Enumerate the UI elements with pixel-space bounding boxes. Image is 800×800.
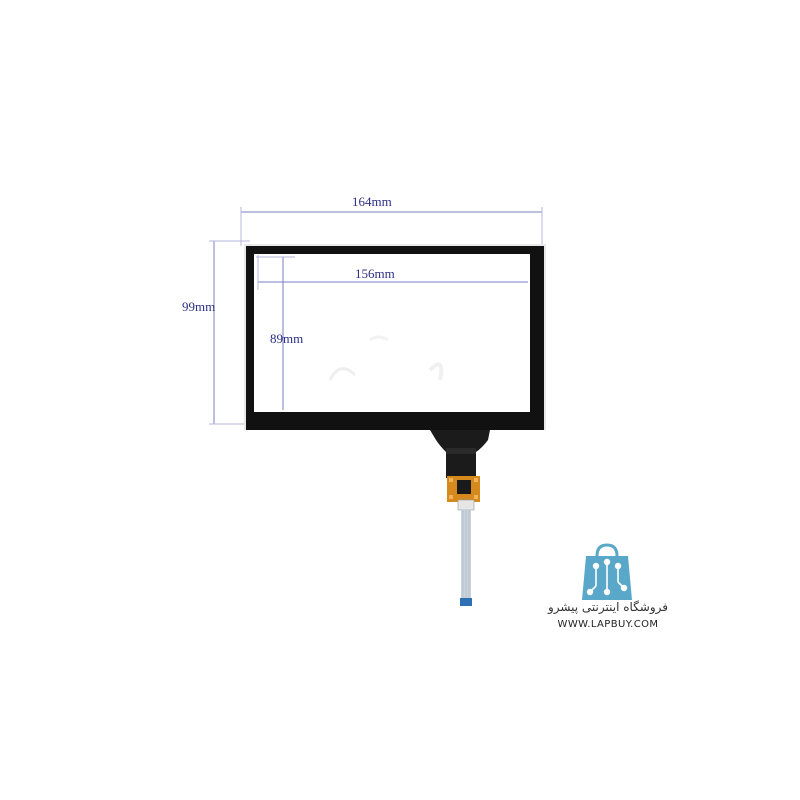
outer-width-label: 164mm [352, 194, 392, 209]
inner-width-label: 156mm [355, 266, 395, 281]
inner-width-dimension [257, 255, 528, 290]
inner-height-label: 89mm [270, 331, 304, 346]
shopping-bag-icon [582, 543, 632, 600]
store-name-persian: فروشگاه اینترنتی پیشرو [548, 600, 668, 614]
flex-cable [430, 430, 490, 606]
active-area [254, 254, 530, 412]
store-url: WWW.LAPBUY.COM [557, 619, 659, 630]
outer-width-dimension [240, 207, 543, 246]
inner-height-dimension [256, 256, 295, 410]
outer-height-label: 99mm [182, 299, 216, 314]
outer-height-dimension [209, 240, 250, 425]
store-watermark: فروشگاه اینترنتی پیشرو WWW.LAPBUY.COM [528, 542, 688, 642]
